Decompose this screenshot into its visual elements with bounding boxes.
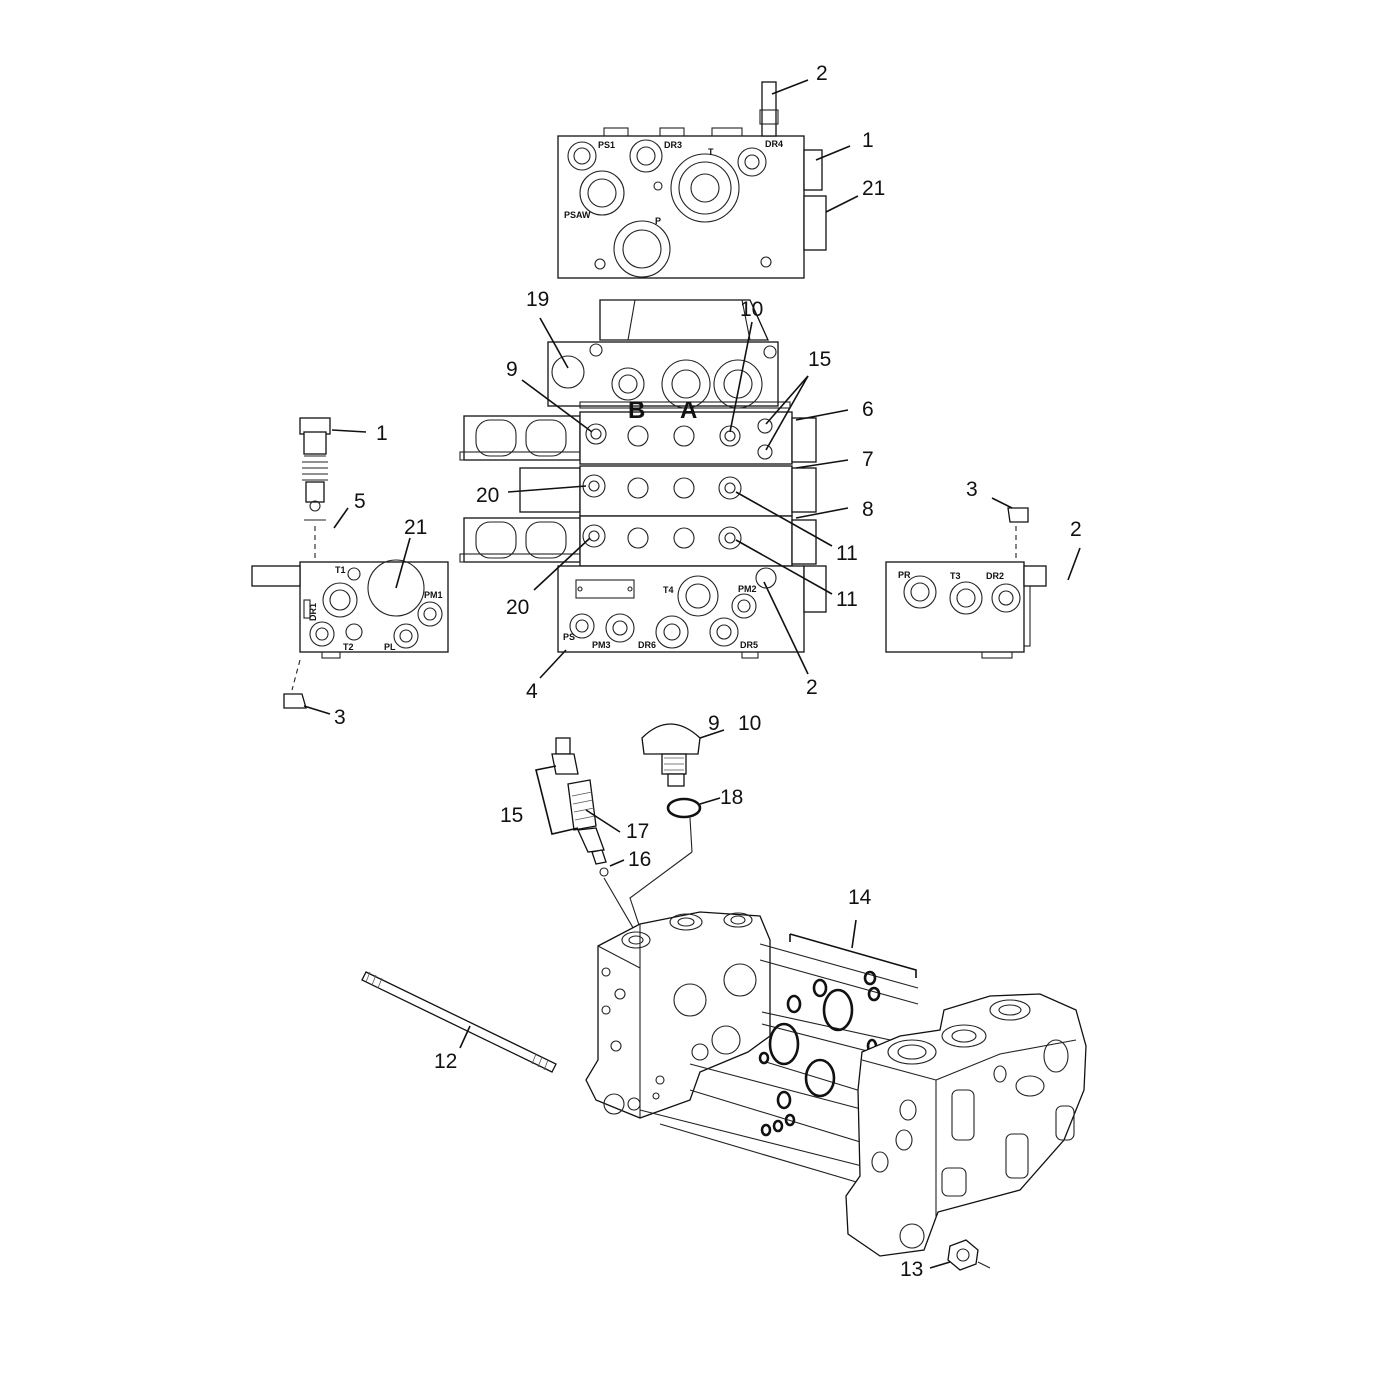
o-ring-icon — [599, 867, 609, 877]
plug-icon — [1007, 507, 1029, 523]
callout-20-upper: 20 — [476, 484, 499, 507]
tie-rod-icon — [361, 971, 557, 1073]
o-ring-set — [758, 970, 881, 1137]
front-valve-section — [585, 911, 771, 1119]
callout-3-left: 3 — [334, 706, 346, 729]
o-ring-icon — [786, 994, 802, 1014]
callout-10-exploded: 10 — [738, 712, 761, 735]
callout-8: 8 — [862, 498, 874, 521]
top-end-plate: PS1 DR3 T DR4 PSAW P — [557, 81, 827, 279]
callout-10: 10 — [740, 298, 763, 321]
port-label-t1: T1 — [335, 565, 346, 575]
port-label-pl: PL — [384, 642, 396, 652]
callout-18: 18 — [720, 786, 743, 809]
o-ring-icon — [812, 978, 828, 998]
callout-6: 6 — [862, 398, 874, 421]
port-label-pr: PR — [898, 570, 911, 580]
callout-3-right: 3 — [966, 478, 978, 501]
o-ring-icon — [863, 970, 877, 986]
callout-4: 4 — [526, 680, 538, 703]
callout-1-top: 1 — [862, 129, 874, 152]
center-valve-stack: B A T4 PM2 PS PM3 DR6 DR5 — [459, 299, 827, 659]
port-label-b: B — [628, 397, 645, 424]
port-label-ps: PS — [563, 632, 575, 642]
port-label-pm2: PM2 — [738, 584, 757, 594]
port-label-a: A — [680, 397, 697, 424]
port-label-dr1: DR1 — [308, 603, 318, 621]
plug-icon — [283, 693, 307, 709]
callout-labels: 2 1 21 19 10 15 9 6 7 8 20 20 11 11 2 4 … — [334, 62, 1082, 1281]
callout-2-top: 2 — [816, 62, 828, 85]
nut-icon — [947, 1239, 979, 1271]
port-label-dr6: DR6 — [638, 640, 656, 650]
port-label-ps1: PS1 — [598, 140, 615, 150]
port-label-dr4: DR4 — [765, 139, 783, 149]
port-label-pm1: PM1 — [424, 590, 443, 600]
cartridge-valve — [551, 737, 609, 877]
callout-2-center: 2 — [806, 676, 818, 699]
callout-21-top: 21 — [862, 177, 885, 200]
callout-21-left: 21 — [404, 516, 427, 539]
callout-16: 16 — [628, 848, 651, 871]
callout-15: 15 — [808, 348, 831, 371]
callout-2-right: 2 — [1070, 518, 1082, 541]
callout-1-left: 1 — [376, 422, 388, 445]
callout-11-upper: 11 — [836, 542, 858, 565]
callout-7: 7 — [862, 448, 874, 471]
port-label-t: T — [708, 147, 714, 157]
callout-19: 19 — [526, 288, 549, 311]
o-ring-icon — [768, 1022, 800, 1066]
callout-13: 13 — [900, 1258, 923, 1281]
callout-17: 17 — [626, 820, 649, 843]
right-end-plate: PR T3 DR2 — [885, 507, 1047, 659]
o-ring-icon — [867, 986, 881, 1002]
port-label-t4: T4 — [663, 585, 674, 595]
port-label-psaw: PSAW — [564, 210, 591, 220]
callout-14: 14 — [848, 886, 872, 909]
o-ring-icon — [760, 1123, 772, 1137]
seal-guidelines — [639, 919, 919, 1187]
port-label-pm3: PM3 — [592, 640, 611, 650]
o-ring-icon — [804, 1058, 836, 1098]
callout-11-lower: 11 — [836, 588, 858, 611]
port-label-t2: T2 — [343, 642, 354, 652]
rear-valve-section — [845, 993, 1087, 1257]
port-label-dr5: DR5 — [740, 640, 758, 650]
port-label-dr2: DR2 — [986, 571, 1004, 581]
o-ring-icon — [758, 1051, 770, 1065]
port-label-t3: T3 — [950, 571, 961, 581]
o-ring-icon — [772, 1119, 784, 1133]
o-ring-icon — [666, 797, 702, 819]
callout-5: 5 — [354, 490, 366, 513]
o-ring-icon — [776, 1090, 792, 1110]
port-label-p: P — [655, 216, 661, 226]
callout-12: 12 — [434, 1050, 457, 1073]
callout-9: 9 — [506, 358, 518, 381]
o-ring-icon — [822, 988, 854, 1032]
check-plug — [641, 723, 702, 819]
callout-9-exploded: 9 — [708, 712, 720, 735]
callout-15-exploded: 15 — [500, 804, 523, 827]
port-label-dr3: DR3 — [664, 140, 682, 150]
left-end-plate: T1 DR1 T2 PL PM1 — [251, 417, 449, 709]
callout-20-lower: 20 — [506, 596, 529, 619]
o-ring-icon — [784, 1113, 796, 1127]
